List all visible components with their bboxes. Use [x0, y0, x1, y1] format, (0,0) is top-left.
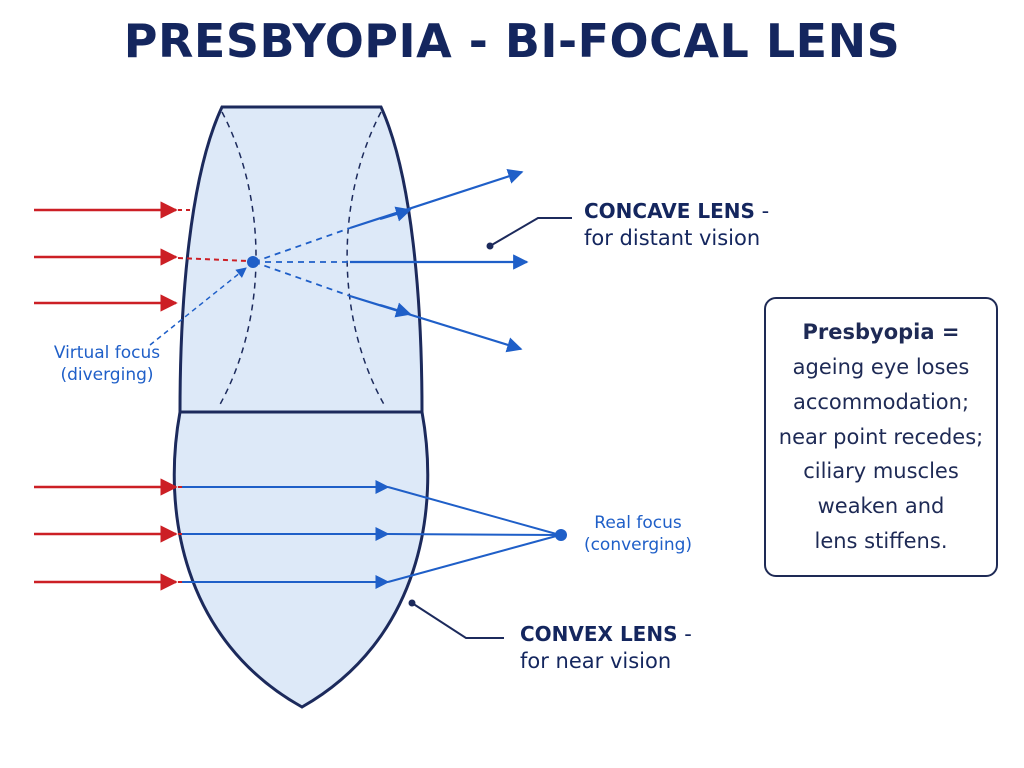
info-line: near point recedes; — [778, 424, 984, 449]
converging-ray-3 — [387, 534, 561, 583]
lower-lens-segment — [172, 410, 430, 709]
info-line: ageing eye loses — [792, 354, 970, 379]
concave-curve-left — [217, 111, 257, 409]
convex-lens-label: CONVEX LENS - for near vision — [520, 621, 692, 676]
concave-lens-dash: - — [761, 199, 770, 223]
concave-label-leader-dot — [486, 242, 494, 250]
info-line: ciliary muscles — [803, 459, 959, 484]
concave-curve-right — [346, 111, 387, 409]
real-focus-point — [555, 529, 567, 541]
convex-lens-dash: - — [684, 622, 692, 646]
concave-label-leader — [489, 217, 572, 247]
info-line: lens stiffens. — [814, 529, 948, 554]
virtual-focus-leader — [149, 267, 247, 346]
info-line: accommodation; — [792, 389, 970, 414]
convex-lens-title: CONVEX LENS - — [520, 621, 692, 648]
virtual-focus-line2: (diverging) — [60, 365, 154, 386]
convex-label-leader — [411, 602, 504, 639]
diverging-ray-down-dashed — [253, 261, 351, 297]
convex-lens-name: CONVEX LENS — [520, 622, 678, 646]
info-heading: Presbyopia = — [802, 319, 960, 344]
converging-ray-1 — [387, 486, 561, 536]
real-focus-line2: (converging) — [583, 535, 693, 556]
diverging-ray-down-mid-arrow — [379, 302, 412, 318]
info-line: weaken and — [817, 494, 945, 519]
concave-lens-name: CONCAVE LENS — [584, 199, 755, 223]
concave-lens-purpose: for distant vision — [584, 226, 761, 251]
diagram-title: PRESBYOPIA - BI-FOCAL LENS — [123, 14, 901, 68]
diverging-ray-up-mid-arrow — [379, 206, 412, 222]
virtual-focus-point — [247, 256, 259, 268]
incident-ray-top-2-dash — [177, 257, 249, 262]
real-focus-label: Real focus (converging) — [582, 512, 694, 556]
convex-label-leader-dot — [408, 599, 416, 607]
presbyopia-info-box: Presbyopia = ageing eye loses accommodat… — [764, 297, 998, 577]
real-focus-line1: Real focus — [594, 513, 682, 533]
diverging-ray-up-dashed — [253, 227, 351, 263]
converging-ray-2 — [387, 533, 561, 536]
diverging-ray-down — [349, 294, 523, 353]
virtual-focus-label: Virtual focus (diverging) — [52, 342, 162, 386]
convex-lens-purpose: for near vision — [520, 649, 672, 674]
concave-lens-title: CONCAVE LENS - — [584, 198, 769, 225]
virtual-focus-line1: Virtual focus — [53, 343, 161, 363]
diverging-ray-up — [349, 168, 524, 230]
concave-lens-label: CONCAVE LENS - for distant vision — [584, 198, 769, 253]
